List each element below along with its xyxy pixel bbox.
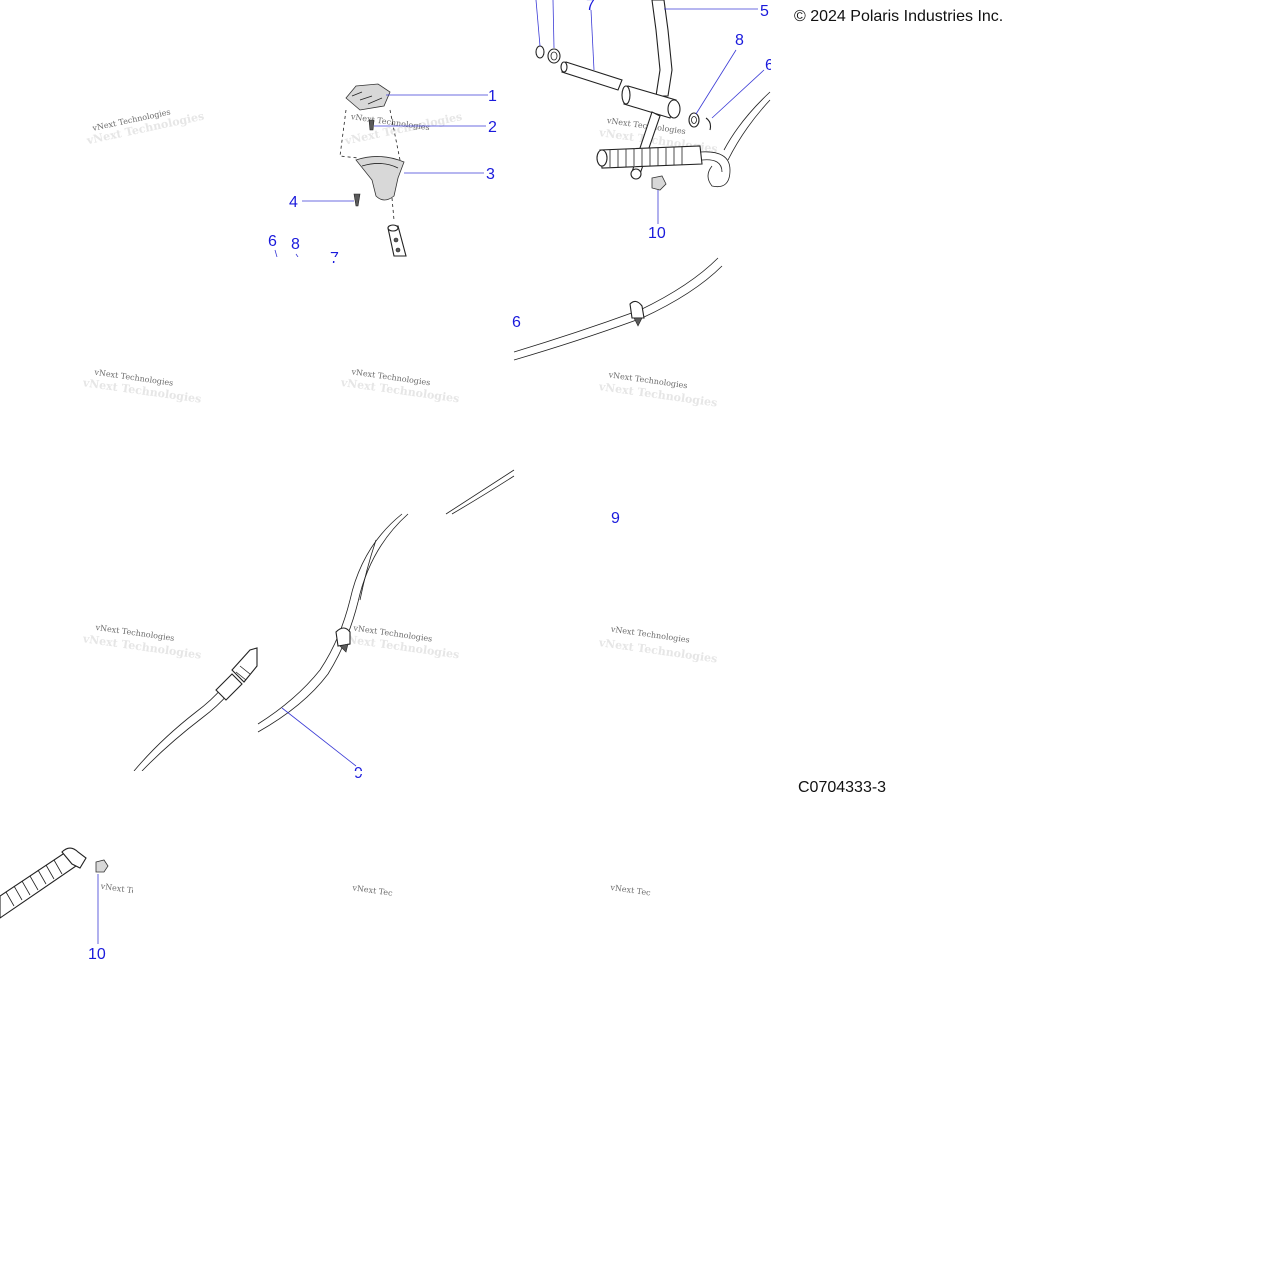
rod-guide [391,197,395,221]
pivot-pin-end [560,61,568,73]
washer-hole [691,116,697,124]
callout-5: 5 [760,3,769,20]
clamp-fastener [633,317,643,327]
cable-ferrule [215,673,243,701]
fitting-threads [235,665,251,681]
set-screw [353,193,361,207]
knob-assembly: 1 2 3 4 6 8 7 [268,83,497,267]
linkage-assembly: 5 7 8 6 10 [535,0,774,242]
callout-4: 4 [289,194,298,211]
knob-body [355,156,405,201]
watermark-partial: vNext Tec [609,883,652,898]
cable-fitting [231,647,258,683]
cable-end-section [133,647,258,772]
knob-screw [368,119,375,131]
callout-6: 6 [268,233,277,250]
cable-top-section: 6 [512,257,723,361]
leader-8 [695,49,737,115]
leader-left-clip [535,0,541,47]
bushing-washer-hole [550,51,558,61]
callout-2: 2 [488,119,497,136]
cable-clamp [629,300,645,319]
leader-9 [281,707,357,767]
lock-nut [95,859,109,873]
cable-center-section: 9 9 [257,469,620,782]
shift-cable [513,265,723,361]
cable-clamp [335,627,351,647]
e-clip [535,45,545,59]
clamp-fastener [339,643,349,653]
tile-clip [771,0,791,257]
bushing-washer [547,48,561,64]
shift-cable [141,693,229,772]
cable-loop [699,151,731,188]
cable-highlight [359,539,377,601]
leader-8 [295,253,299,258]
callout-1: 1 [488,88,497,105]
callout-8: 8 [735,32,744,49]
rod-end-joint [61,847,87,869]
watermark-ghost: vNext Technologies [597,636,718,666]
callout-7-partial: 7 [586,0,595,14]
callout-9-partial: 9 [611,510,620,527]
watermarks: vNext Technologies vNext Technologies vN… [81,107,718,898]
lever-bushing-end [667,99,681,119]
rod-hole [395,247,401,253]
leader-6 [274,249,278,258]
leader-washer [552,0,555,49]
callout-10: 10 [88,946,106,963]
tile-clip [133,860,163,910]
shift-cable [513,257,719,353]
callout-10: 10 [648,225,666,242]
cable-rod-end: 10 [0,847,109,963]
pivot-pin [561,61,623,91]
callout-6-partial: 6 [765,57,774,74]
shift-cable [257,513,409,733]
assembly-guides [339,109,401,161]
copyright-notice: © 2024 Polaris Industries Inc. [794,8,1004,25]
cable-run [723,91,771,161]
link-arm-eye [630,168,642,180]
callout-8: 8 [291,236,300,253]
washer [688,112,700,128]
tile-clip [0,771,771,774]
callout-3: 3 [486,166,495,183]
bellows-end [596,149,608,167]
shift-cable [133,687,223,772]
shift-lever [651,0,673,97]
knob-cap-ridges [351,91,383,105]
watermark-partial: vNext Tec [351,883,394,898]
shift-cable [445,469,515,515]
leader-6 [711,69,765,119]
bellows-ridges [609,147,683,167]
rod-end-bellows [0,851,77,919]
lever-bushing-end [621,85,631,105]
shift-rod-end [387,224,399,232]
rod-hole [393,237,399,243]
knob-body-detail [361,163,399,169]
callout-6-partial: 6 [512,314,521,331]
shift-cable [257,513,403,725]
e-clip [705,117,712,131]
diagram-code: C0704333-3 [798,779,887,796]
lock-nut [651,175,667,191]
leader-7 [590,9,595,71]
bellows-ridges [5,859,63,907]
cable-bellows [599,145,703,169]
tile-clip [257,257,514,261]
